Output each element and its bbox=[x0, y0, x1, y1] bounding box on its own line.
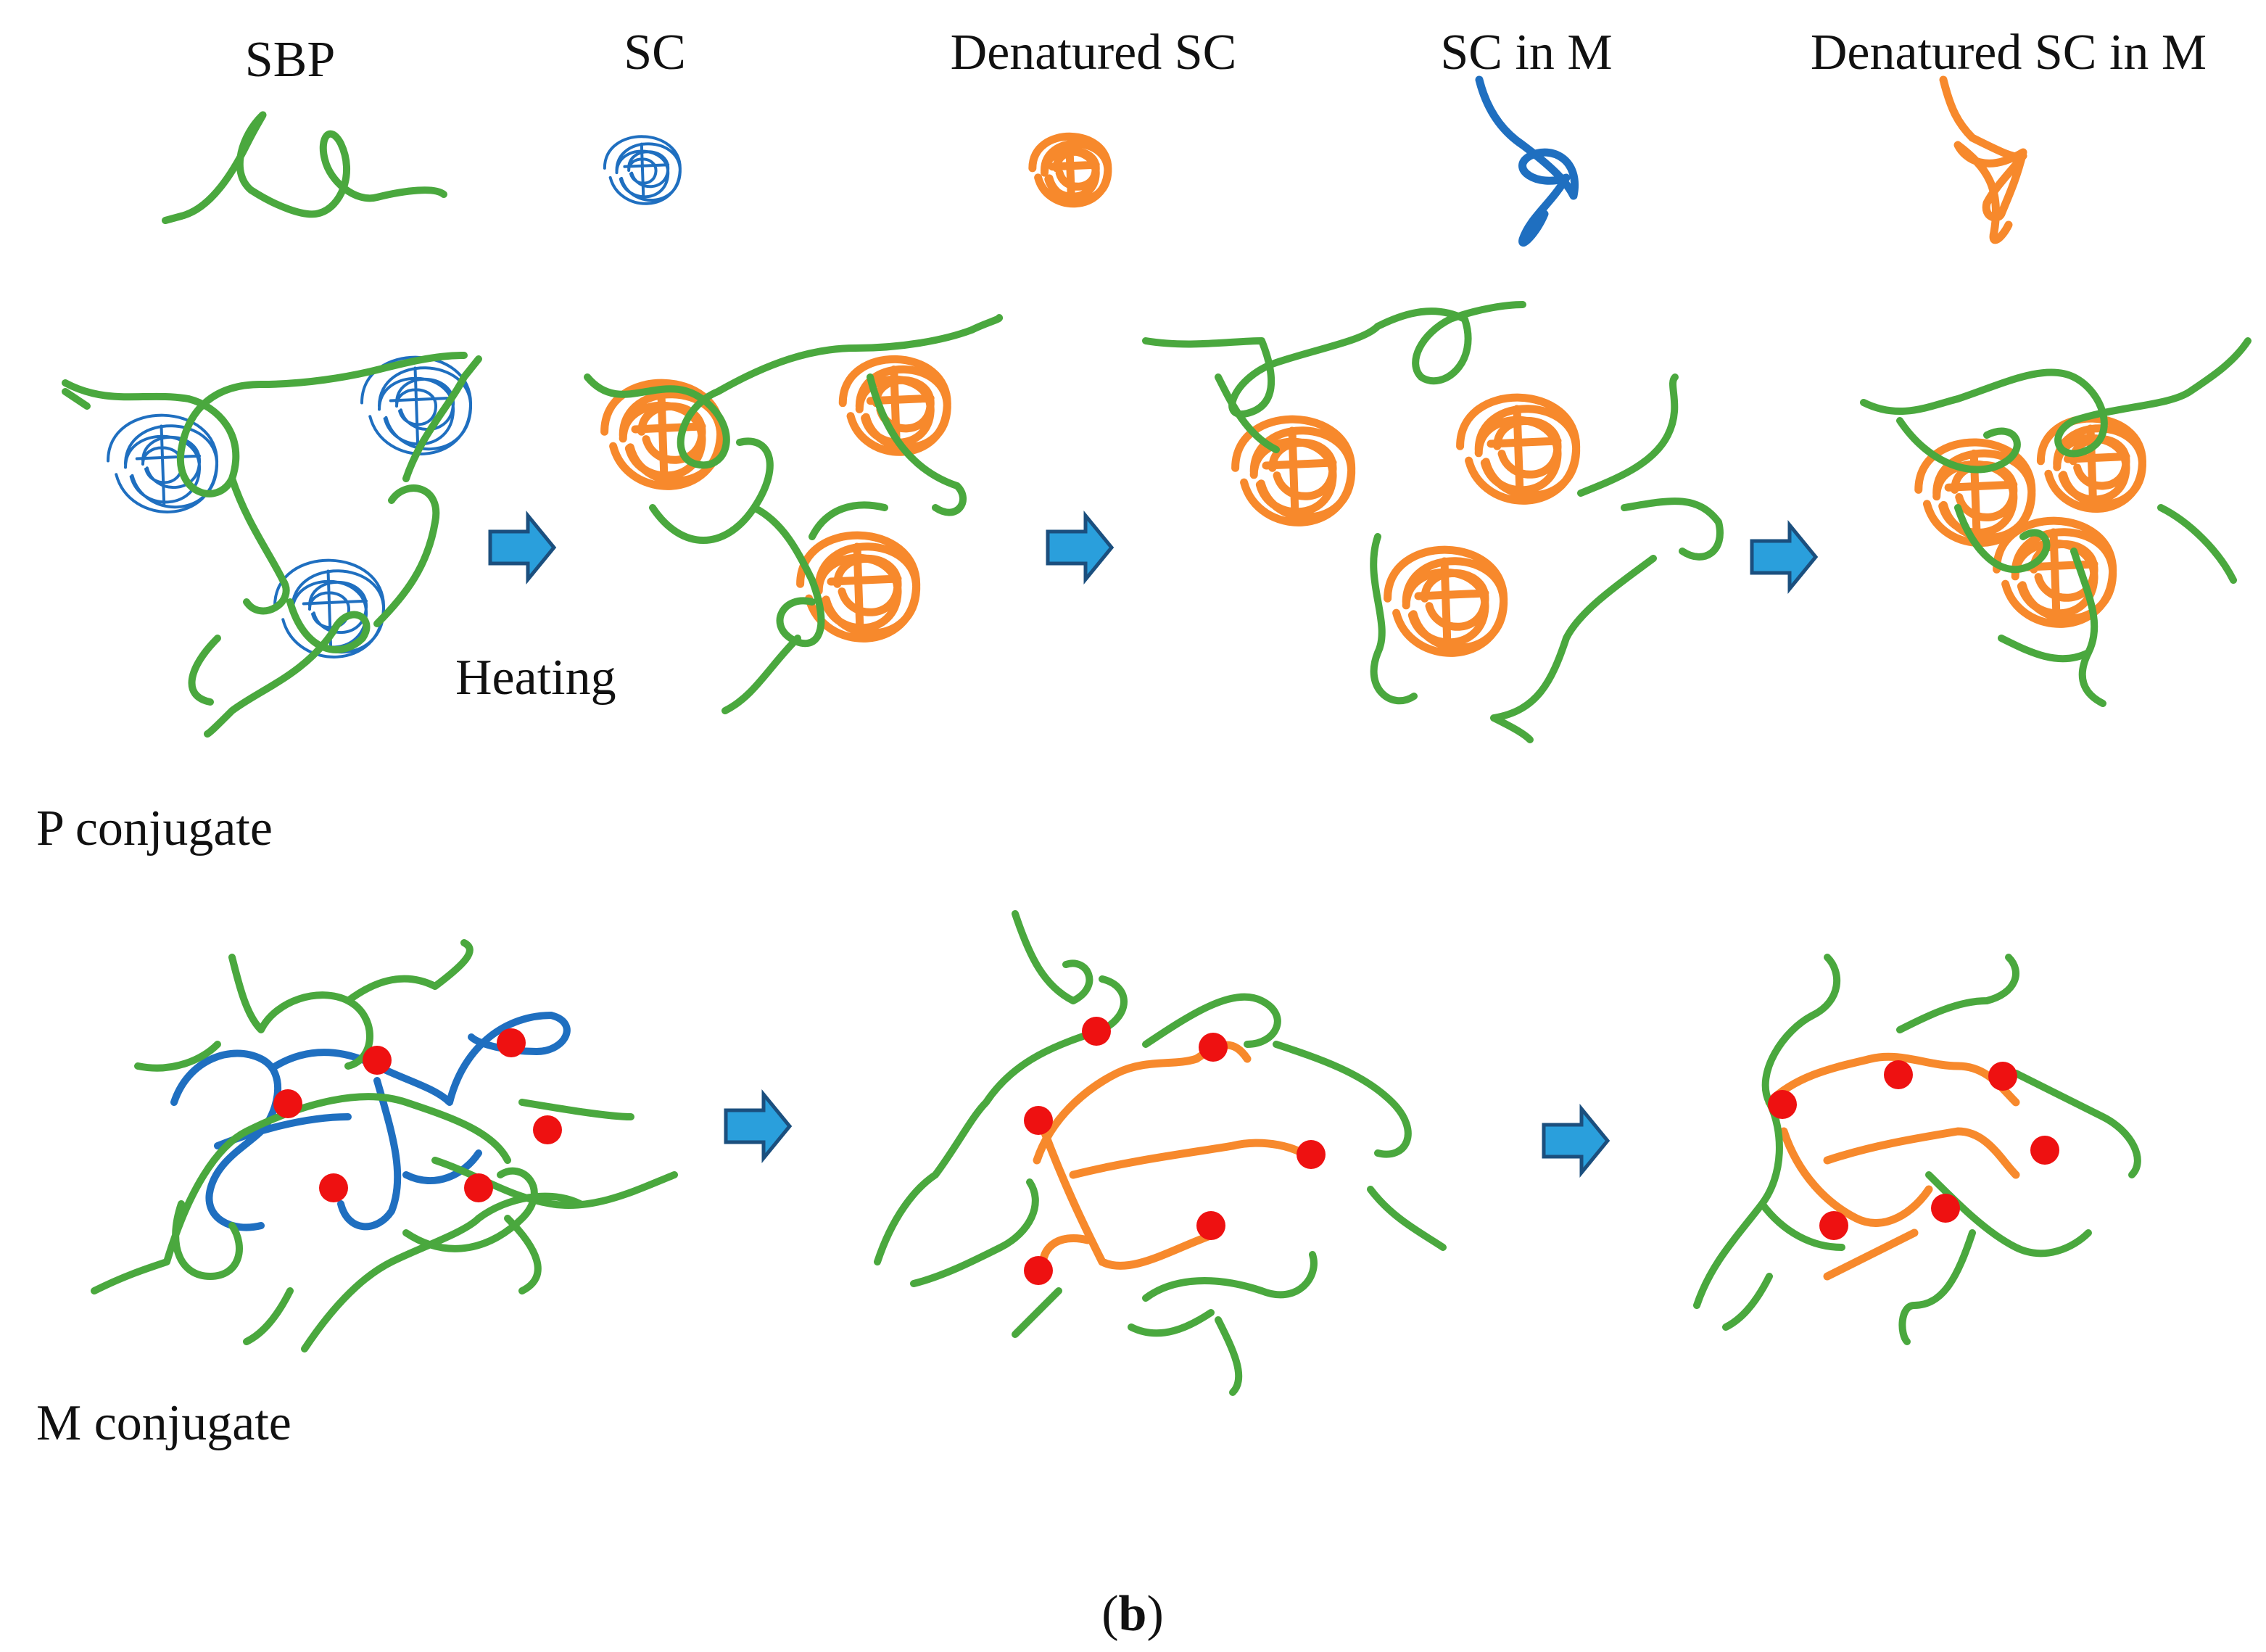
m-arrow-2 bbox=[1542, 1103, 1610, 1178]
p4-sbp-network bbox=[1860, 337, 2251, 707]
p4-denatured-coil-2 bbox=[2036, 414, 2146, 513]
caption-close-paren: ) bbox=[1146, 1586, 1164, 1642]
heating-label: Heating bbox=[455, 650, 616, 706]
m2-sbp-network bbox=[874, 910, 1447, 1396]
legend-label-denatured-sc-in-m: Denatured SC in M bbox=[1810, 25, 2207, 80]
m-conjugate-label: M conjugate bbox=[36, 1395, 291, 1451]
p-arrow-heating bbox=[488, 510, 557, 585]
legend-icon-sc-in-m-strand bbox=[1475, 75, 1579, 247]
m3-crosslink-6 bbox=[1819, 1211, 1848, 1240]
m1-sc-in-m-strand bbox=[170, 1012, 571, 1231]
legend-icon-denatured-sc-in-m-strand bbox=[1939, 75, 2027, 244]
strand-layer bbox=[62, 75, 2251, 1396]
m3-crosslink-2 bbox=[1884, 1060, 1913, 1089]
legend-icon-sc-coil bbox=[603, 135, 682, 205]
m1-crosslink-5 bbox=[319, 1173, 348, 1202]
p3-denatured-coil-3 bbox=[1384, 545, 1508, 657]
m2-crosslink-6 bbox=[1024, 1256, 1053, 1285]
p3-denatured-coil-2 bbox=[1456, 393, 1581, 505]
p2-denatured-coil-3 bbox=[796, 531, 921, 643]
arrow-layer bbox=[488, 510, 1819, 1178]
p2-denatured-coil-1 bbox=[600, 379, 725, 490]
m2-denatured-sc-in-m-strand bbox=[1033, 1041, 1317, 1281]
p3-denatured-coil-1 bbox=[1231, 415, 1356, 526]
legend-icon-sbp-strand bbox=[162, 111, 447, 224]
p2-denatured-coil-2 bbox=[838, 355, 951, 456]
m3-sbp-network bbox=[1693, 954, 2141, 1345]
m3-crosslink-4 bbox=[2030, 1136, 2059, 1165]
m-arrow-1 bbox=[724, 1089, 793, 1164]
caption-open-paren: ( bbox=[1101, 1586, 1119, 1642]
m1-sbp-network bbox=[91, 939, 678, 1352]
legend-label-sc: SC bbox=[624, 25, 686, 80]
m2-crosslink-3 bbox=[1024, 1106, 1053, 1135]
p-conjugate-label: P conjugate bbox=[36, 801, 273, 856]
p1-sc-coil-1 bbox=[107, 413, 219, 513]
p1-sc-coil-2 bbox=[360, 355, 473, 455]
p1-sbp-network bbox=[62, 352, 482, 738]
m1-crosslink-4 bbox=[533, 1115, 562, 1144]
legend-label-sc-in-m: SC in M bbox=[1440, 25, 1613, 80]
legend-label-denatured-sc: Denatured SC bbox=[950, 25, 1237, 80]
m2-crosslink-5 bbox=[1196, 1211, 1225, 1240]
m3-crosslink-1 bbox=[1768, 1090, 1797, 1119]
caption-letter: b bbox=[1118, 1586, 1147, 1642]
crosslink-layer bbox=[273, 1017, 2059, 1285]
m1-crosslink-6 bbox=[464, 1173, 493, 1202]
p4-denatured-coil-1 bbox=[1914, 438, 2036, 548]
m3-crosslink-5 bbox=[1931, 1194, 1960, 1223]
m1-crosslink-2 bbox=[363, 1046, 392, 1075]
legend-label-sbp: SBP bbox=[244, 32, 336, 88]
p-arrow-3 bbox=[1750, 519, 1819, 595]
p-arrow-2 bbox=[1046, 510, 1115, 585]
m3-denatured-sc-in-m-strand bbox=[1765, 1052, 2020, 1281]
m1-crosslink-1 bbox=[273, 1089, 302, 1118]
p3-sbp-network bbox=[1142, 301, 1724, 743]
legend-icon-denatured-sc-coil bbox=[1028, 132, 1112, 208]
p2-sbp-network bbox=[584, 314, 1004, 714]
p1-sc-coil-3 bbox=[273, 558, 386, 658]
figure-caption: (b) bbox=[1101, 1585, 1164, 1643]
m2-crosslink-2 bbox=[1199, 1033, 1228, 1062]
m2-crosslink-1 bbox=[1082, 1017, 1111, 1046]
p4-denatured-coil-3 bbox=[1993, 516, 2117, 628]
m2-crosslink-4 bbox=[1297, 1140, 1326, 1169]
m3-crosslink-3 bbox=[1988, 1062, 2017, 1091]
m1-crosslink-3 bbox=[497, 1028, 526, 1057]
